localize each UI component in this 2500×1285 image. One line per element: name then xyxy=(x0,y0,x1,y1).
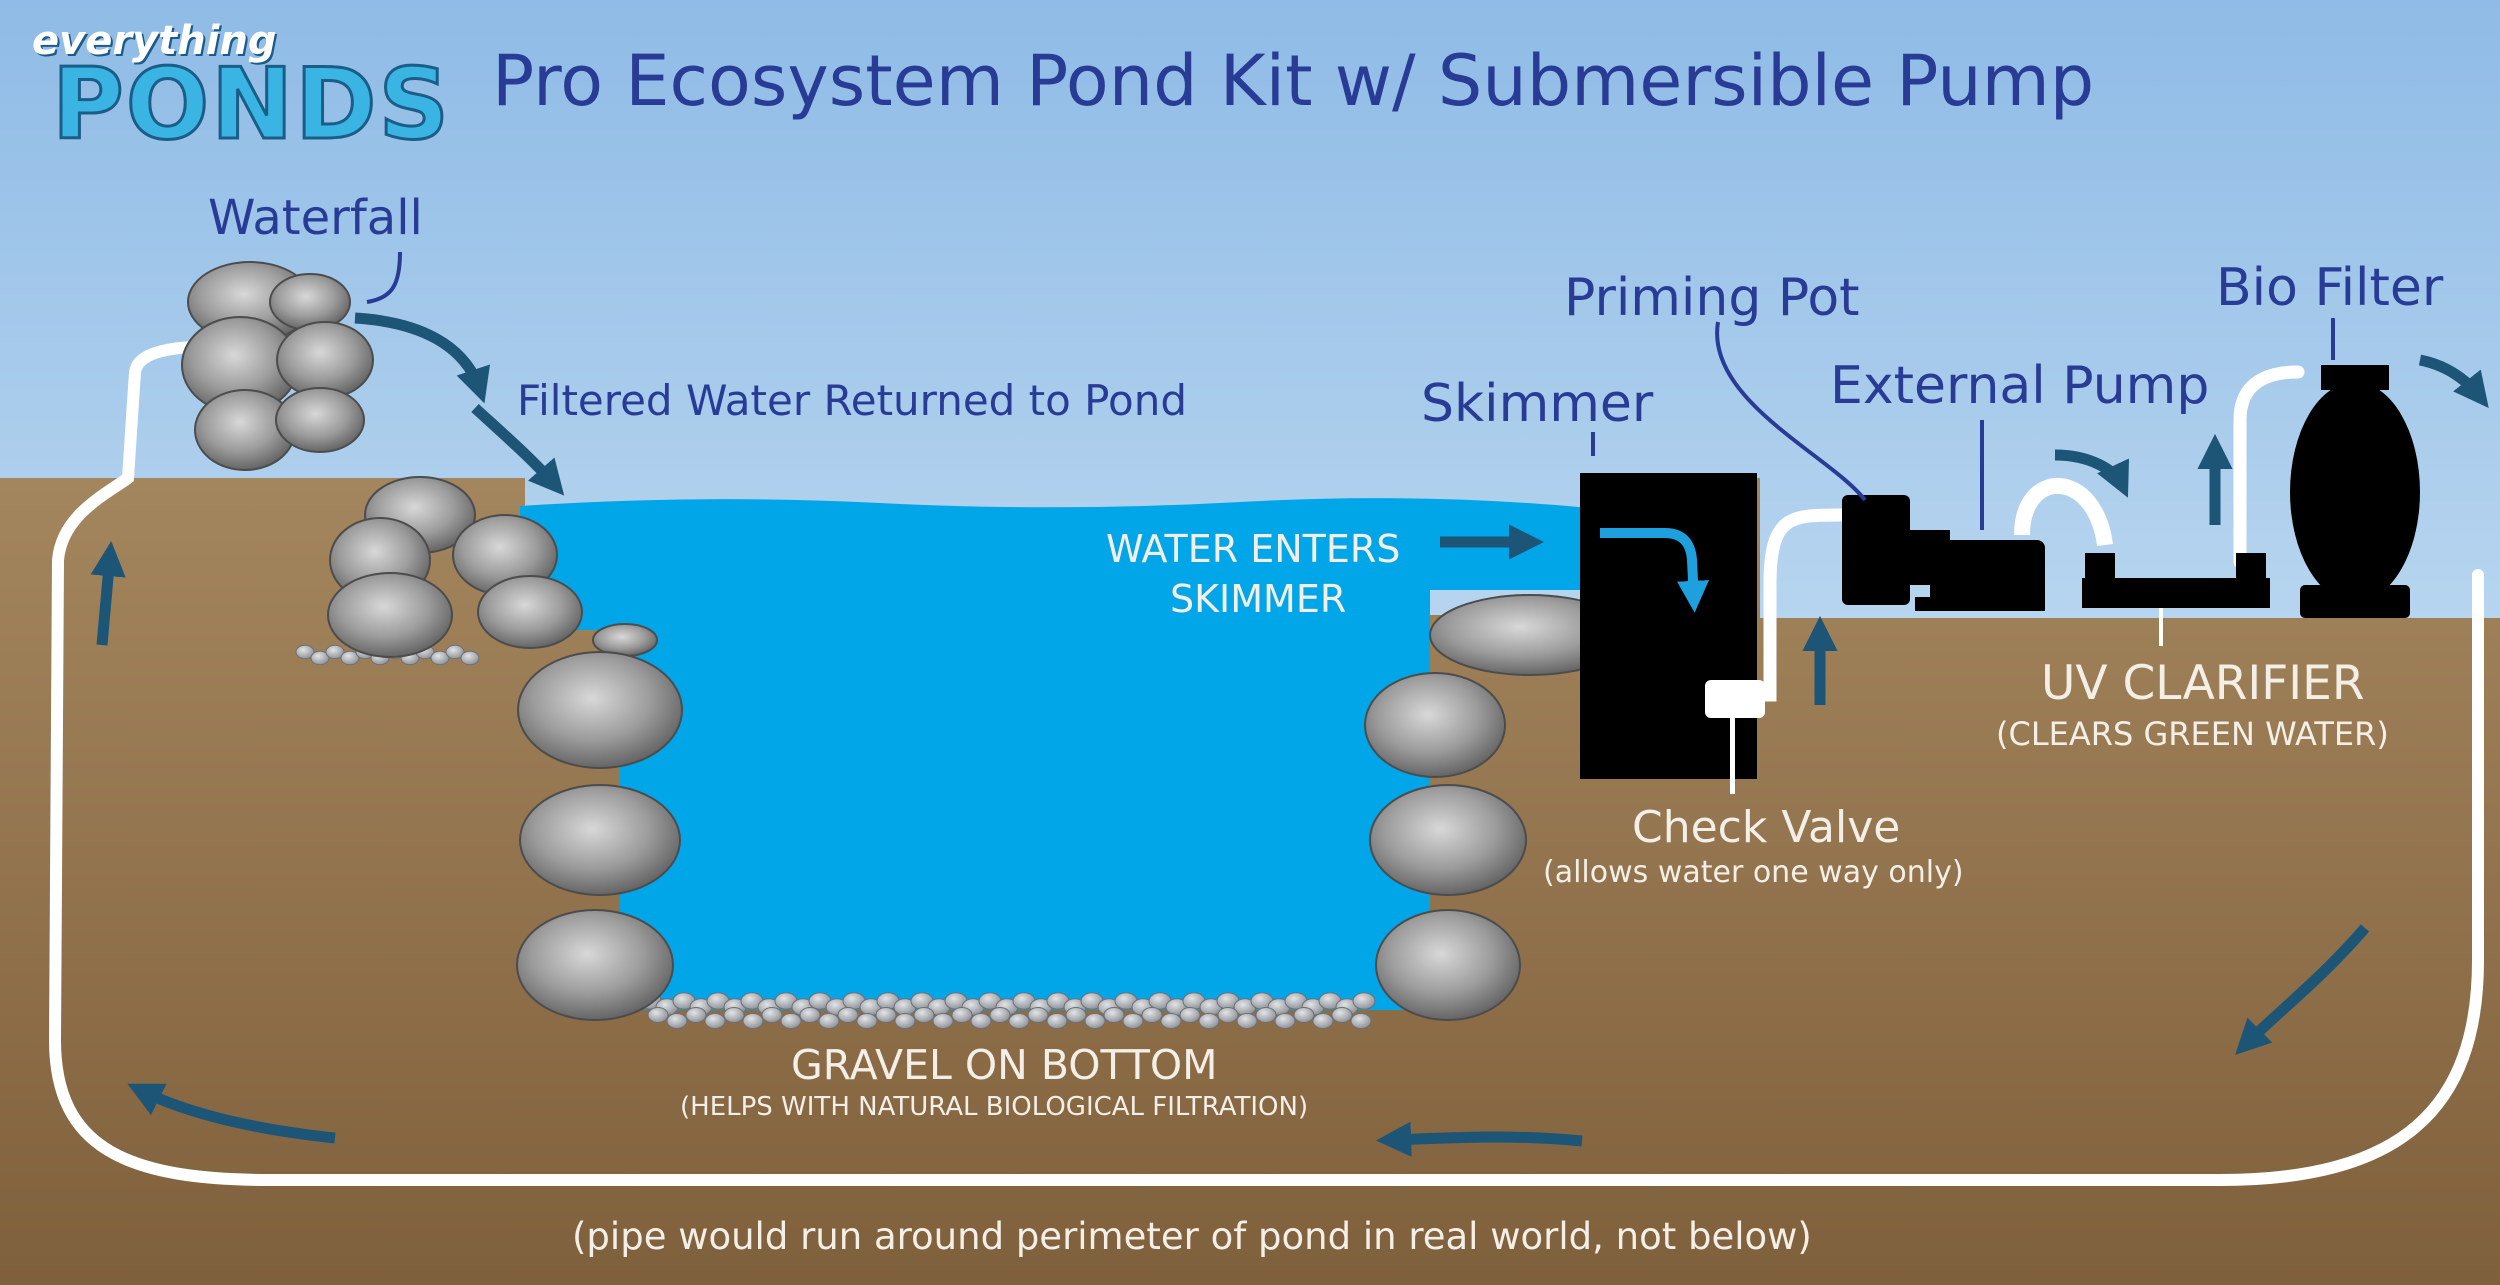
pebble xyxy=(799,1007,821,1023)
pebble xyxy=(1217,1007,1239,1023)
uv-clarifier-pointer xyxy=(2159,608,2163,646)
skimmer-label: Skimmer xyxy=(1421,374,1654,434)
pebble xyxy=(340,650,360,666)
return-pipe xyxy=(48,340,2484,1186)
bio-filter-outlet-arrow xyxy=(2418,354,2489,409)
pebble xyxy=(1331,1007,1353,1023)
pebble xyxy=(989,1007,1011,1023)
skimmer xyxy=(1580,473,1757,779)
bio-filter-label: Bio Filter xyxy=(2216,258,2444,318)
waterfall-rocks xyxy=(181,261,658,658)
pond-water xyxy=(520,498,1590,1010)
pebble xyxy=(430,650,450,666)
pebble xyxy=(1065,1007,1087,1023)
pebble xyxy=(970,1013,992,1029)
pebble xyxy=(913,1007,935,1023)
right-pipe-down-arrow xyxy=(2235,924,2370,1055)
pebble xyxy=(310,650,330,666)
pebble xyxy=(1122,1013,1144,1029)
pebble xyxy=(704,1013,726,1029)
check-valve-pointer xyxy=(1730,718,1735,794)
logo-ponds-text: PONDS xyxy=(50,48,452,162)
check-valve xyxy=(1705,680,1765,718)
pebble xyxy=(1352,992,1376,1010)
pebble xyxy=(1350,1013,1372,1029)
priming-pot-label: Priming Pot xyxy=(1564,268,1860,328)
pebble xyxy=(818,1013,840,1029)
pebble xyxy=(856,1013,878,1029)
water-enters-label-line1: WATER ENTERS xyxy=(1106,527,1401,571)
pebble xyxy=(460,650,480,666)
pebble xyxy=(685,1007,707,1023)
bio-filter xyxy=(2290,365,2420,618)
pump-to-uv-loop-pipe xyxy=(2014,478,2113,547)
pipe-note: (pipe would run around perimeter of pond… xyxy=(572,1215,1812,1258)
pebble xyxy=(647,1007,669,1023)
pebble xyxy=(1103,1007,1125,1023)
logo-everything-text: everything xyxy=(32,18,277,64)
water-enters-label-line2: SKIMMER xyxy=(1170,577,1347,621)
waterfall-leader xyxy=(366,251,402,304)
pebble xyxy=(742,1013,764,1029)
pebble xyxy=(1141,1007,1163,1023)
pebble xyxy=(780,1013,802,1029)
left-pipe-up-arrow xyxy=(90,540,126,646)
pebble xyxy=(1198,1013,1220,1029)
pebble xyxy=(1255,1007,1277,1023)
uv-clarifier-label: UV CLARIFIER xyxy=(2041,656,2365,711)
pebble xyxy=(1084,1013,1106,1029)
priming-pot-leader xyxy=(1715,321,1867,502)
pebble xyxy=(1160,1013,1182,1029)
pump-outlet-arrow xyxy=(2054,449,2129,498)
pebble xyxy=(837,1007,859,1023)
pebble xyxy=(666,1013,688,1029)
external-pump-label: External Pump xyxy=(1830,356,2210,416)
left-pond-wall-rocks xyxy=(516,651,683,1021)
filtered-water-label: Filtered Water Returned to Pond xyxy=(517,376,1187,425)
pebble xyxy=(1027,1007,1049,1023)
uv-clarifier-note: (CLEARS GREEN WATER) xyxy=(1996,715,2389,753)
pebble xyxy=(875,1007,897,1023)
pebble xyxy=(1274,1013,1296,1029)
gravel-label: GRAVEL ON BOTTOM xyxy=(791,1041,1218,1089)
waterfall-label: Waterfall xyxy=(208,190,423,246)
page-title: Pro Ecosystem Pond Kit w/ Submersible Pu… xyxy=(492,40,2095,122)
check-valve-label: Check Valve xyxy=(1632,802,1901,853)
pebble xyxy=(1008,1013,1030,1029)
flow-arrows xyxy=(90,312,2489,1157)
pebble xyxy=(1179,1007,1201,1023)
bottom-left-pipe-arrow xyxy=(127,1083,336,1144)
pebble xyxy=(1293,1007,1315,1023)
check-valve-note: (allows water one way only) xyxy=(1543,855,1964,890)
pebble xyxy=(932,1013,954,1029)
pond-bottom-gravel xyxy=(638,992,1376,1029)
pebble xyxy=(325,644,345,660)
pebble xyxy=(445,644,465,660)
pebble xyxy=(761,1007,783,1023)
pebble xyxy=(295,644,315,660)
skimmer-to-pump-pipe xyxy=(1755,508,1843,702)
waterfall-flow-arrow-2 xyxy=(471,403,565,496)
pebble xyxy=(1236,1013,1258,1029)
bio-filter-feed-pipe xyxy=(2233,365,2305,569)
bottom-middle-pipe-arrow xyxy=(1375,1121,1583,1157)
uv-clarifier xyxy=(2082,553,2270,608)
waterfall-flow-arrow-1 xyxy=(354,312,490,404)
pebble xyxy=(723,1007,745,1023)
pebble xyxy=(951,1007,973,1023)
gravel-note: (HELPS WITH NATURAL BIOLOGICAL FILTRATIO… xyxy=(680,1092,1309,1122)
external-pump xyxy=(1842,495,2045,611)
skimmer-inner-arrow xyxy=(1600,528,1710,613)
pebble xyxy=(1046,1013,1068,1029)
pebble xyxy=(1312,1013,1334,1029)
pebble xyxy=(894,1013,916,1029)
